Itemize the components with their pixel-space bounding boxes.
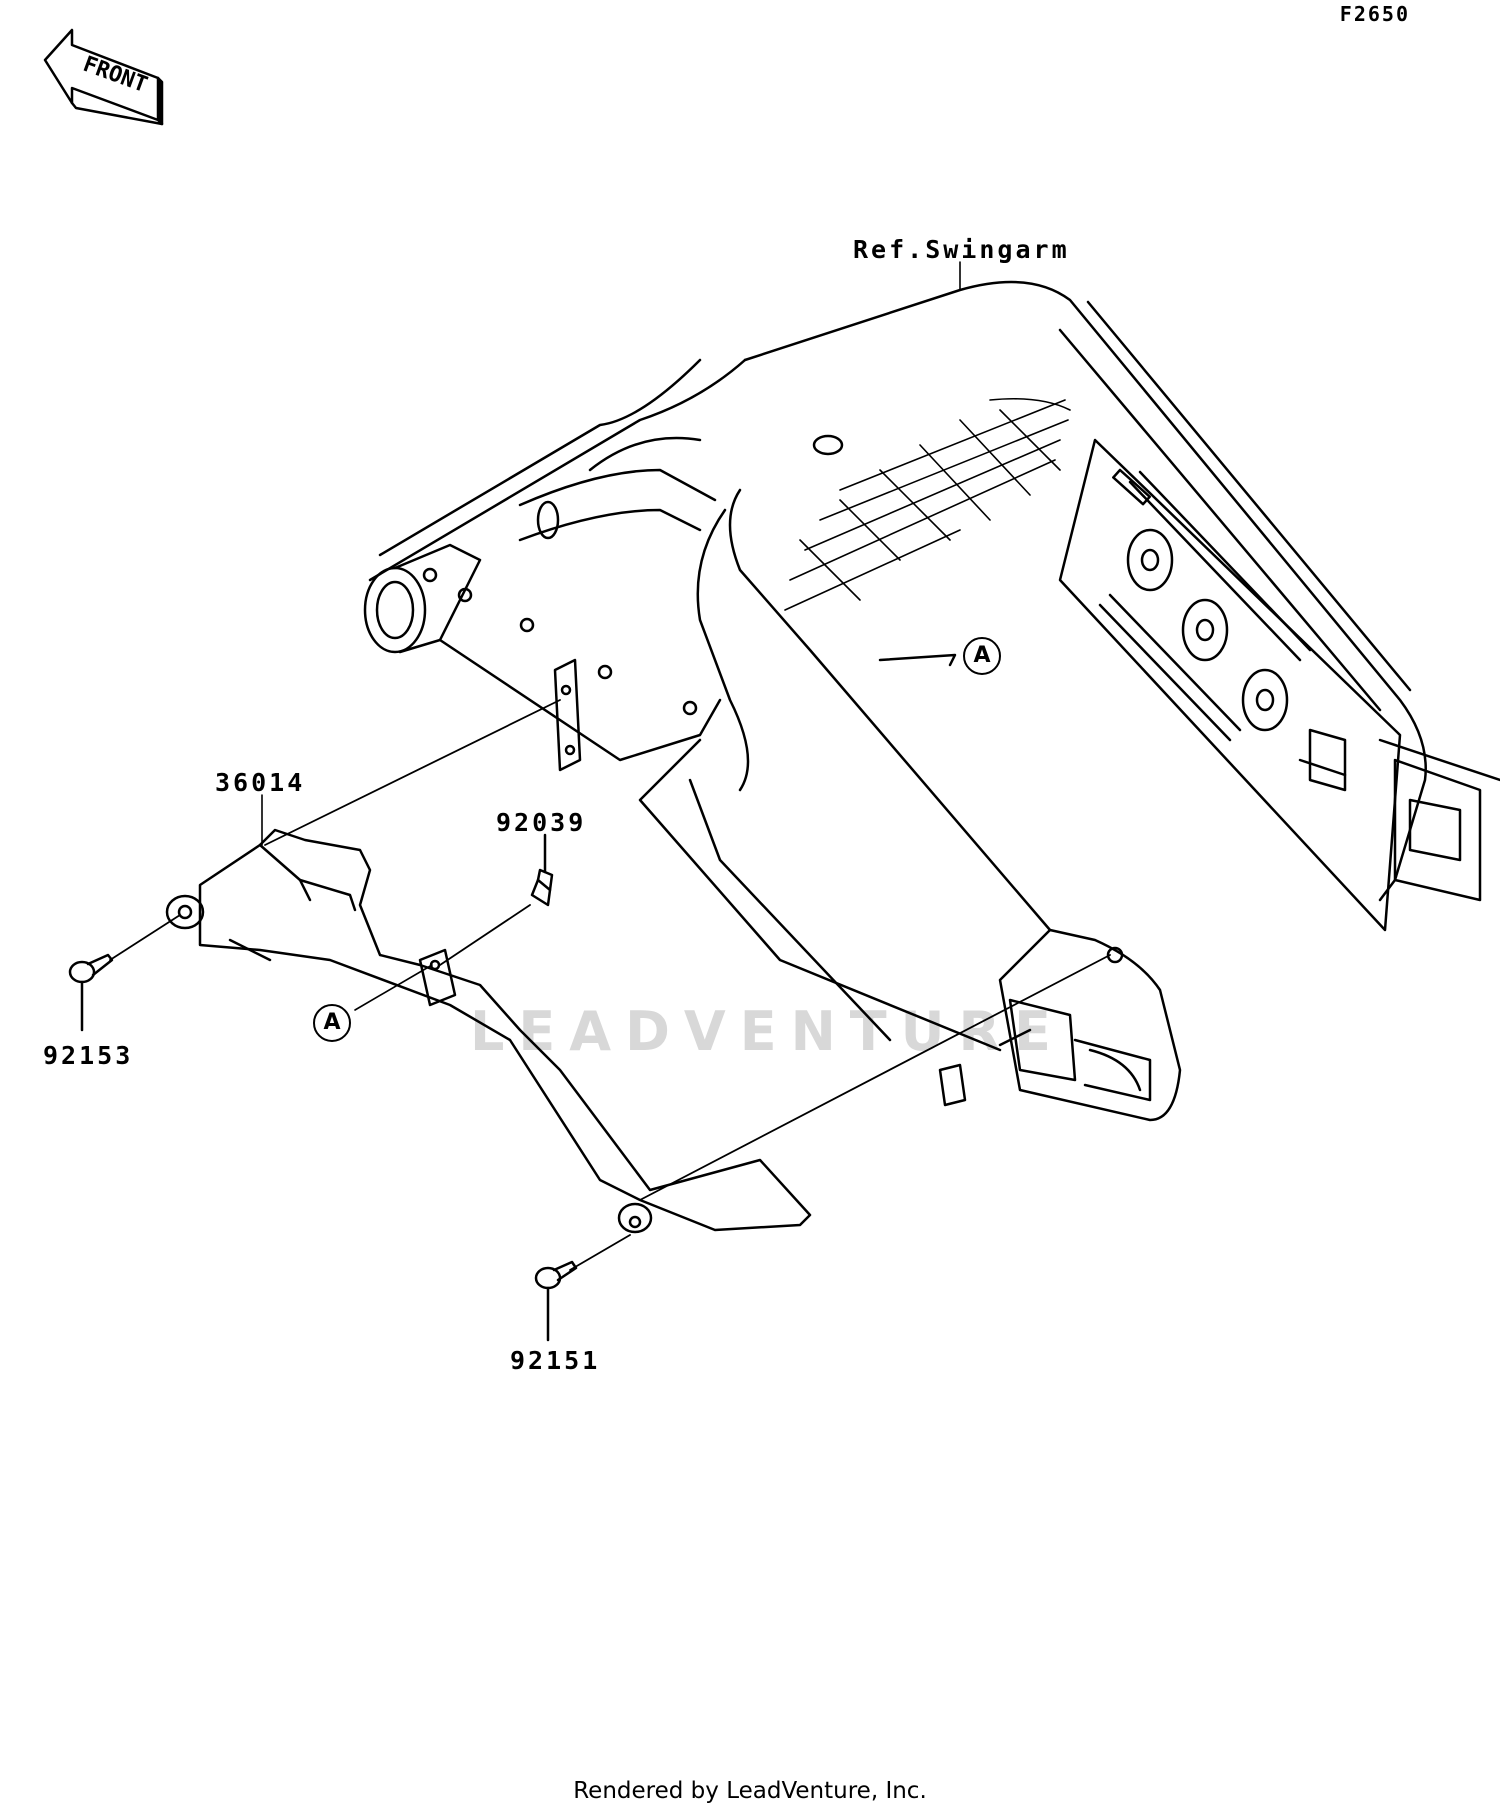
swingarm-mesh — [784, 397, 1071, 611]
part-92153-label: 92153 — [43, 1041, 134, 1070]
part-92039-label: 92039 — [496, 808, 587, 837]
clip-92039-icon — [530, 833, 554, 907]
part-36014-label: 36014 — [215, 768, 306, 797]
swingarm — [363, 280, 1500, 1122]
part-92151-label: 92151 — [510, 1346, 601, 1375]
bolt-92153-icon — [68, 953, 114, 1032]
bolt-92151-icon — [534, 1260, 578, 1342]
front-arrow-icon: FRONT — [43, 28, 164, 126]
footer-credit: Rendered by LeadVenture, Inc. — [573, 1778, 927, 1804]
callout-a-swingarm: A — [963, 637, 1001, 675]
ref-swingarm-label: Ref.Swingarm — [853, 235, 1070, 264]
assembly-lines — [109, 699, 1111, 1271]
chain-cover — [165, 828, 812, 1234]
leader-lines — [261, 261, 961, 1011]
callout-a-cover: A — [313, 1004, 351, 1042]
diagram-code: F2650 — [1339, 2, 1410, 26]
